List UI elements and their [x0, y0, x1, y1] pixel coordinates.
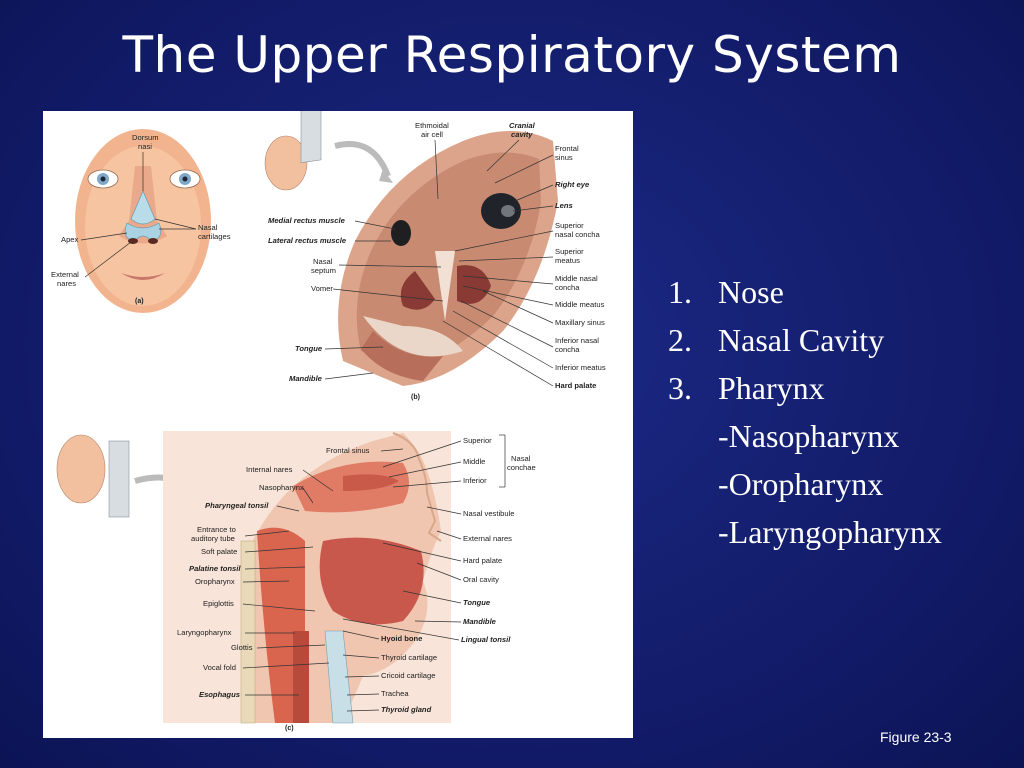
label-nasal-c: Nasal — [511, 454, 531, 463]
label-thyroid-cartilage: Thyroid cartilage — [381, 653, 437, 662]
list-item: 1.Nose — [668, 274, 784, 310]
label-pharyngeal-tonsil: Pharyngeal tonsil — [205, 501, 269, 510]
label-soft-palate: Soft palate — [201, 547, 237, 556]
label-nasal-concha: nasal concha — [555, 230, 601, 239]
label-concha2: concha — [555, 345, 580, 354]
label-nares: nares — [57, 279, 76, 288]
label-hyoid-bone: Hyoid bone — [381, 634, 422, 643]
label-apex: Apex — [61, 235, 79, 244]
label-meatus: meatus — [555, 256, 580, 265]
label-superior: Superior — [555, 221, 584, 230]
label-middle-c: Middle — [463, 457, 485, 466]
tongue-shape — [319, 537, 424, 625]
label-cricoid-cartilage: Cricoid cartilage — [381, 671, 435, 680]
label-cartilages: cartilages — [198, 232, 231, 241]
label-mandible-b: Mandible — [289, 374, 323, 383]
label-maxillary-sinus: Maxillary sinus — [555, 318, 605, 327]
list-item-text: Nose — [718, 274, 784, 310]
label-nasopharynx-c: Nasopharynx — [259, 483, 304, 492]
label-tongue-c: Tongue — [463, 598, 491, 607]
panel-c-tag: (c) — [285, 725, 294, 732]
label-mandible-c: Mandible — [463, 617, 497, 626]
label-superior-meatus: Superior — [555, 247, 584, 256]
label-external: External — [51, 270, 79, 279]
list-item: 3.Pharynx — [668, 370, 825, 406]
label-nasal: Nasal — [198, 223, 218, 232]
label-hard-palate-c: Hard palate — [463, 556, 502, 565]
list-item: 2.Nasal Cavity — [668, 322, 885, 358]
label-medial-rectus: Medial rectus muscle — [268, 216, 346, 225]
list-subitem: -Oropharynx — [718, 466, 884, 502]
label-conchae: conchae — [507, 463, 536, 472]
label-septum: septum — [311, 266, 336, 275]
label-trachea: Trachea — [381, 689, 409, 698]
list-item-text: Pharynx — [718, 370, 825, 406]
label-lingual-tonsil: Lingual tonsil — [461, 635, 511, 644]
label-middle-meatus: Middle meatus — [555, 300, 605, 309]
label-internal-nares: Internal nares — [246, 465, 293, 474]
label-cranial: Cranial — [509, 121, 536, 130]
panel-b-head-icon — [264, 111, 393, 191]
label-glottis: Glottis — [231, 643, 253, 652]
label-inferior-meatus: Inferior meatus — [555, 363, 606, 372]
label-inferior-nasal: Inferior nasal — [555, 336, 599, 345]
label-tongue-b: Tongue — [295, 344, 323, 353]
list-item-text: Nasal Cavity — [718, 322, 885, 358]
label-vomer: Vomer — [311, 284, 333, 293]
label-superior-c: Superior — [463, 436, 492, 445]
label-lens: Lens — [555, 201, 573, 210]
label-auditory-tube: auditory tube — [191, 534, 235, 543]
label-vocal-fold: Vocal fold — [203, 663, 236, 672]
label-nasal-b: Nasal — [313, 257, 333, 266]
label-air-cell: air cell — [421, 130, 443, 139]
topic-list: 1.Nose 2.Nasal Cavity 3.Pharynx -Nasopha… — [668, 268, 942, 556]
panel-a-tag: (a) — [135, 298, 144, 305]
anatomy-figure: Dorsum nasi Nasal cartilages Apex Extern… — [43, 111, 633, 738]
list-subitem: -Nasopharynx — [718, 418, 900, 454]
nasal-cartilage-shape — [130, 190, 156, 225]
label-oral-cavity: Oral cavity — [463, 575, 499, 584]
panel-b-section — [338, 131, 558, 386]
label-middle-nasal: Middle nasal — [555, 274, 598, 283]
label-frontal: Frontal — [555, 144, 579, 153]
label-concha: concha — [555, 283, 580, 292]
list-subitem: -Laryngopharynx — [718, 514, 942, 550]
figure-caption: Figure 23-3 — [880, 729, 952, 745]
vertebral-column — [240, 540, 256, 724]
label-entrance-to: Entrance to — [197, 525, 236, 534]
label-cavity: cavity — [511, 130, 533, 139]
label-right-eye: Right eye — [555, 180, 590, 189]
label-frontal-sinus: Frontal sinus — [326, 446, 370, 455]
label-epiglottis: Epiglottis — [203, 599, 234, 608]
label-palatine-tonsil: Palatine tonsil — [189, 564, 241, 573]
label-hard-palate-b: Hard palate — [555, 381, 596, 390]
label-nasi: nasi — [138, 142, 152, 151]
label-thyroid-gland: Thyroid gland — [381, 705, 432, 714]
panel-b-tag: (b) — [411, 394, 420, 401]
label-laryngopharynx-c: Laryngopharynx — [177, 628, 232, 637]
label-inferior-c: Inferior — [463, 476, 487, 485]
label-ethmoidal: Ethmoidal — [415, 121, 449, 130]
label-nasal-vestibule: Nasal vestibule — [463, 509, 515, 518]
label-dorsum: Dorsum — [132, 133, 159, 142]
anatomy-figure-svg: Dorsum nasi Nasal cartilages Apex Extern… — [51, 111, 606, 732]
slide-title: The Upper Respiratory System — [122, 26, 902, 84]
label-external-nares-c: External nares — [463, 534, 512, 543]
label-oropharynx-c: Oropharynx — [195, 577, 235, 586]
label-lateral-rectus: Lateral rectus muscle — [268, 236, 347, 245]
label-sinus: sinus — [555, 153, 573, 162]
panel-c-section — [163, 431, 451, 724]
label-esophagus: Esophagus — [199, 690, 240, 699]
